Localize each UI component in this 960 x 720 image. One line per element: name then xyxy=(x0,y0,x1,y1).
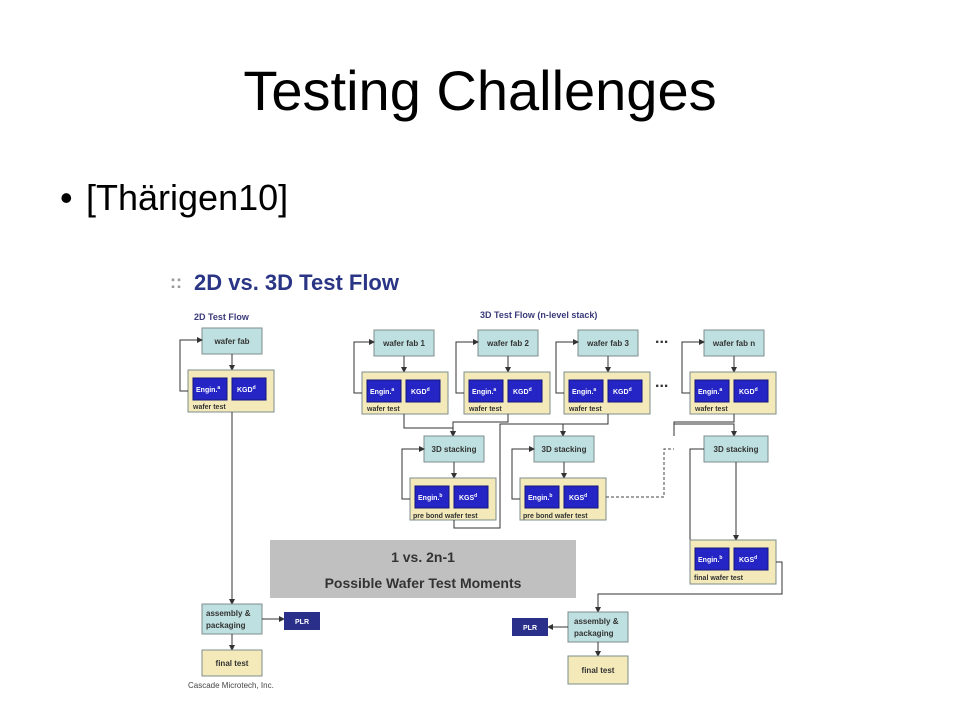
final-wafer-test-label: final wafer test xyxy=(694,575,744,582)
credit-text: Cascade Microtech, Inc. xyxy=(188,681,274,690)
stacking-2-box xyxy=(533,435,595,463)
engin-2d-box xyxy=(192,377,228,401)
wafer-fab-2-box xyxy=(477,329,539,357)
engin-1-label: Engin.a xyxy=(370,387,394,396)
wafer-fab-1-label: wafer fab 1 xyxy=(382,339,425,348)
kgd-2-label: KGDd xyxy=(513,387,532,396)
slide-title: Testing Challenges xyxy=(243,59,717,122)
ellipsis-test: ... xyxy=(655,374,668,391)
plr-3d-label: PLR xyxy=(523,625,537,632)
wafer-fab-2d-box xyxy=(201,327,263,355)
wafer-fab-n-box xyxy=(703,329,765,357)
kgd-2-box xyxy=(507,379,543,403)
engin-b-1-box xyxy=(414,485,450,509)
bullet-item: • [Thärigen10] xyxy=(60,176,288,220)
engin-b-2-box xyxy=(524,485,560,509)
stacking-n-label: 3D stacking xyxy=(714,445,759,454)
engin-n-label: Engin.a xyxy=(698,387,722,396)
wafer-fab-3-label: wafer fab 3 xyxy=(586,339,629,348)
final-test-3d-box xyxy=(567,655,629,685)
wafer-test-3-label: wafer test xyxy=(568,406,602,413)
assembly-2d-line2: packaging xyxy=(206,621,246,630)
wafer-test-2-label: wafer test xyxy=(468,406,502,413)
engin-2-box xyxy=(468,379,504,403)
flow-2d-label: 2D Test Flow xyxy=(194,312,250,322)
kgd-1-label: KGDd xyxy=(411,387,430,396)
assembly-3d-box xyxy=(567,611,629,643)
assembly-2d-line1: assembly & xyxy=(206,609,251,618)
wafer-test-1-label: wafer test xyxy=(366,406,400,413)
wafer-fab-n-label: wafer fab n xyxy=(712,339,755,348)
engin-1-box xyxy=(366,379,402,403)
kgd-1-box xyxy=(405,379,441,403)
stacking-1-label: 3D stacking xyxy=(432,445,477,454)
engin-2-label: Engin.a xyxy=(472,387,496,396)
kgs-2-label: KGSd xyxy=(569,493,587,502)
kgs-n-label: KGSd xyxy=(739,555,757,564)
stacking-2-label: 3D stacking xyxy=(542,445,587,454)
bullet-citation: [Thärigen10] xyxy=(86,177,289,218)
kgd-3-label: KGDd xyxy=(613,387,632,396)
kgd-n-box xyxy=(733,379,769,403)
assembly-3d-line1: assembly & xyxy=(574,617,619,626)
pre-bond-2-label: pre bond wafer test xyxy=(523,513,588,520)
kgd-3-box xyxy=(607,379,643,403)
kgs-1-box xyxy=(453,485,489,509)
kgs-2-box xyxy=(563,485,599,509)
engin-b-1-label: Engin.b xyxy=(418,493,442,502)
wafer-test-n-label: wafer test xyxy=(694,406,728,413)
figure-heading: 2D vs. 3D Test Flow xyxy=(194,270,400,295)
engin-3-box xyxy=(568,379,604,403)
plr-2d-label: PLR xyxy=(295,619,309,626)
comparison-line1: 1 vs. 2n-1 xyxy=(391,549,455,565)
wafer-fab-2d-label: wafer fab xyxy=(213,337,249,346)
engin-b-n-box xyxy=(694,547,730,571)
pre-bond-1-label: pre bond wafer test xyxy=(413,513,478,520)
assembly-2d-box xyxy=(201,603,263,635)
engin-2d-label: Engin.a xyxy=(196,385,220,394)
comparison-line2: Possible Wafer Test Moments xyxy=(325,575,522,591)
kgd-2d-box xyxy=(231,377,267,401)
engin-n-box xyxy=(694,379,730,403)
wafer-test-2d-label: wafer test xyxy=(192,404,226,411)
kgd-n-label: KGDd xyxy=(739,387,758,396)
comparison-banner xyxy=(270,540,576,598)
plr-2d-box xyxy=(284,612,320,630)
final-test-3d-label: final test xyxy=(582,666,615,675)
kgs-n-box xyxy=(733,547,769,571)
assembly-3d-line2: packaging xyxy=(574,629,614,638)
kgs-1-label: KGSd xyxy=(459,493,477,502)
engin-b-2-label: Engin.b xyxy=(528,493,552,502)
wafer-fab-1-box xyxy=(373,329,435,357)
plr-3d-box xyxy=(512,618,548,636)
ellipsis-fab: ... xyxy=(655,330,668,347)
engin-b-n-label: Engin.b xyxy=(698,555,722,564)
wafer-fab-3-box xyxy=(577,329,639,357)
final-test-2d-box xyxy=(201,649,263,677)
kgd-2d-label: KGDd xyxy=(237,385,256,394)
engin-3-label: Engin.a xyxy=(572,387,596,396)
bullet-dot: • xyxy=(60,177,73,218)
flow-3d-label: 3D Test Flow (n-level stack) xyxy=(480,310,597,320)
heading-marker: :: xyxy=(170,272,182,292)
wafer-fab-2-label: wafer fab 2 xyxy=(486,339,529,348)
final-test-2d-label: final test xyxy=(216,659,249,668)
stacking-1-box xyxy=(423,435,485,463)
